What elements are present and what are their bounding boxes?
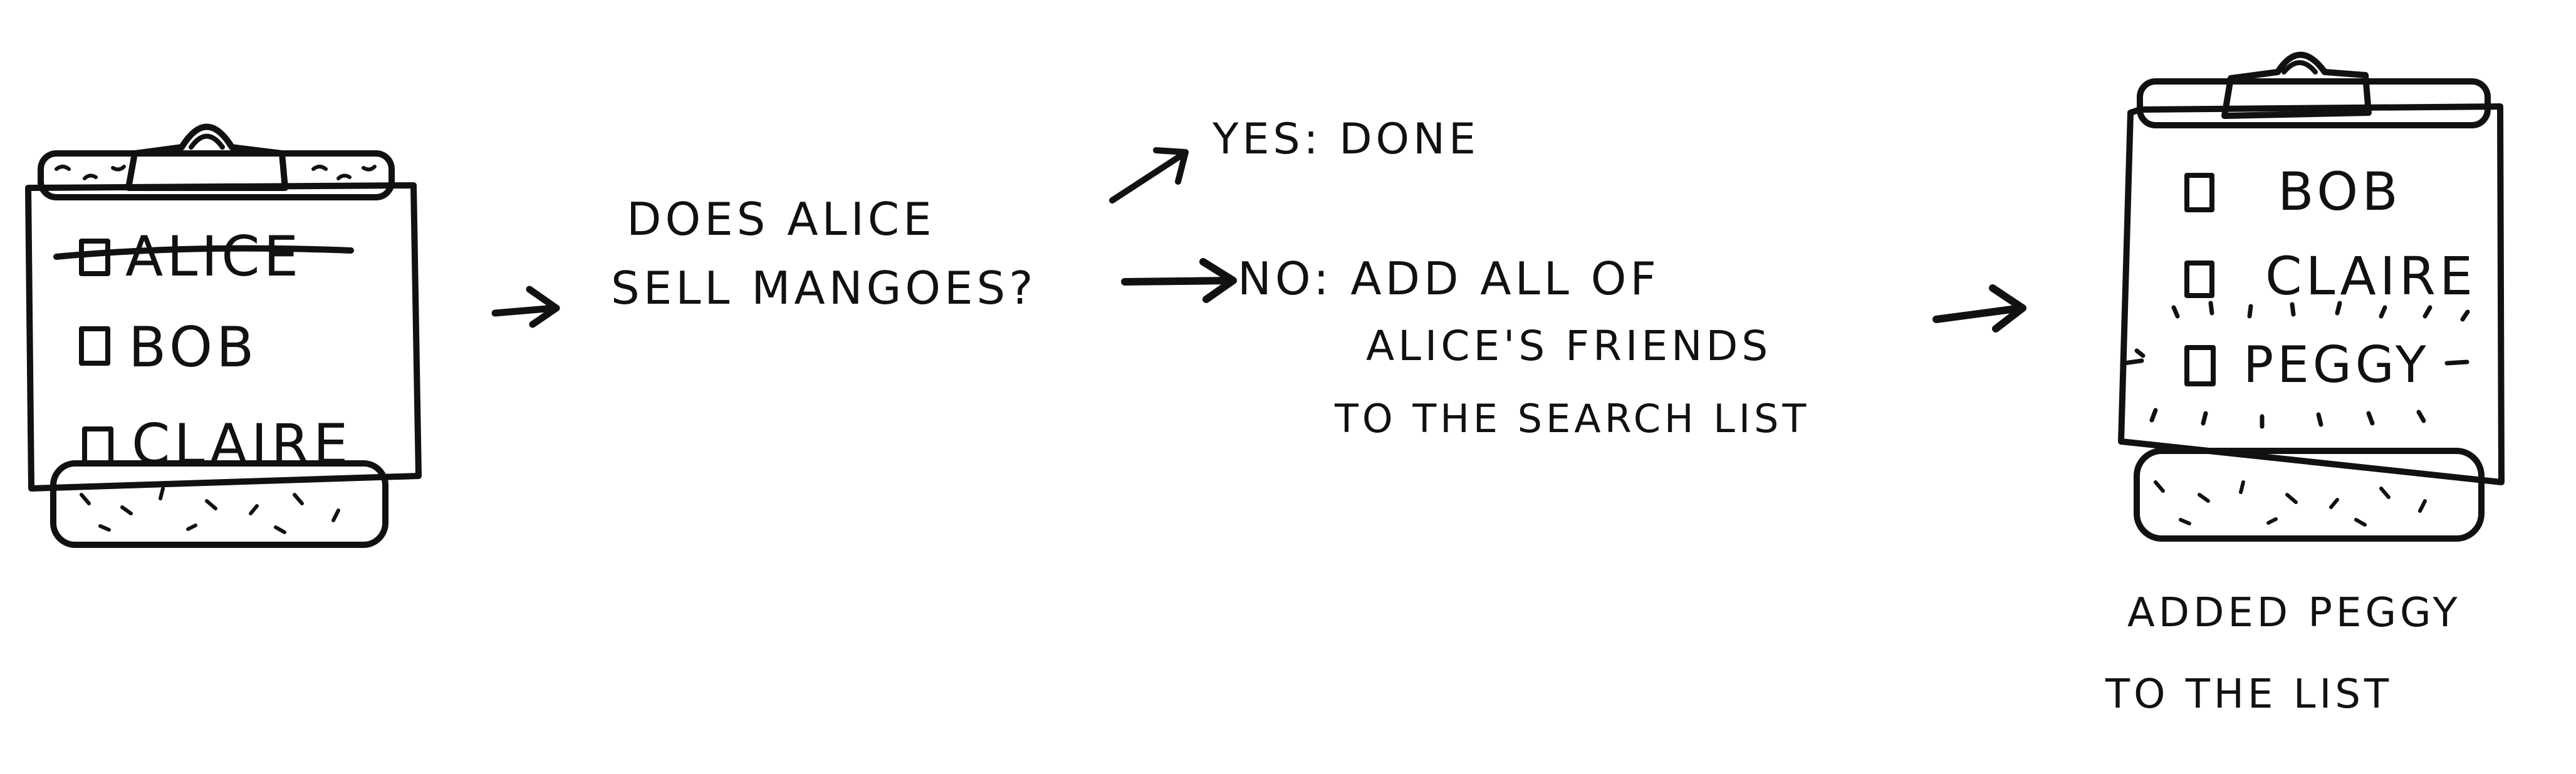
right-clipboard-board-top xyxy=(2137,78,2491,128)
left-clipboard-board-bottom xyxy=(50,460,388,548)
left-checkbox-bob xyxy=(79,326,110,366)
left-clipboard: ALICE BOB CLAIRE xyxy=(25,123,422,548)
right-item-bob: BOB xyxy=(2278,161,2402,222)
arrow-to-yes xyxy=(1109,147,1189,204)
left-clipboard-texture-top xyxy=(55,165,377,180)
arrow-to-question xyxy=(491,286,560,328)
right-item-claire: CLAIRE xyxy=(2265,245,2476,307)
question-line1: DOES ALICE xyxy=(627,193,936,245)
caption-line2: TO THE LIST xyxy=(2105,671,2392,718)
no-branch-line2: ALICE'S FRIENDS xyxy=(1366,322,1771,370)
left-item-bob: BOB xyxy=(128,315,258,379)
question-text: DOES ALICE SELL MANGOES? xyxy=(611,193,1036,314)
no-branch-line3: TO THE SEARCH LIST xyxy=(1334,396,1810,441)
right-clipboard-board-bottom xyxy=(2134,448,2485,542)
new-item-highlight-marks xyxy=(2122,301,2470,429)
result-caption: ADDED PEGGY TO THE LIST xyxy=(2105,590,2461,718)
no-branch-line1: NO: ADD ALL OF xyxy=(1238,252,1660,305)
arrow-to-result xyxy=(1932,284,2026,333)
left-clipboard-clip xyxy=(125,123,288,191)
question-line2: SELL MANGOES? xyxy=(611,262,1036,314)
left-checkbox-claire xyxy=(82,426,113,466)
caption-line1: ADDED PEGGY xyxy=(2127,590,2461,636)
left-clipboard-texture-bottom xyxy=(80,487,340,534)
right-checkbox-claire xyxy=(2184,261,2214,298)
left-item-claire: CLAIRE xyxy=(132,412,352,477)
no-branch-text: NO: ADD ALL OF ALICE'S FRIENDS TO THE SE… xyxy=(1238,252,1810,441)
right-clipboard-paper xyxy=(2118,103,2505,485)
left-item-alice: ALICE xyxy=(125,224,302,289)
right-item-peggy: PEGGY xyxy=(2243,336,2430,394)
yes-branch-text: YES: DONE xyxy=(1212,115,1479,164)
right-clipboard-texture-bottom xyxy=(2154,480,2427,527)
alice-strikethrough xyxy=(53,245,354,260)
right-clipboard: BOB CLAIRE PEGGY xyxy=(2118,51,2505,542)
right-checkbox-peggy xyxy=(2184,345,2216,386)
right-checkbox-bob xyxy=(2184,173,2214,212)
arrow-to-no xyxy=(1121,258,1237,303)
left-clipboard-board-top xyxy=(38,150,395,200)
right-clipboard-clip xyxy=(2221,51,2372,119)
